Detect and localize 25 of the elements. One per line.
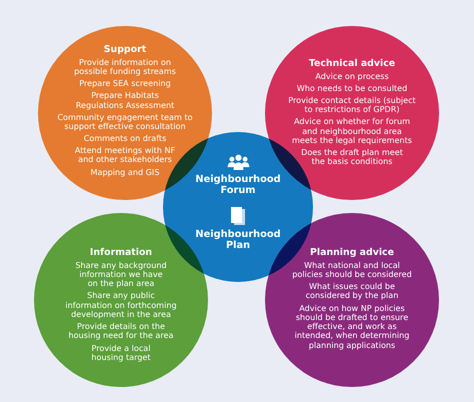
item-text: Provide information on possible funding streams xyxy=(73,58,177,76)
item-text: Share any public information on forthcoming development in the area xyxy=(64,291,178,320)
item-text: Attend meetings with NF and other stakeholders xyxy=(74,146,176,165)
item-text: Does the draft plan meet the basis conditions xyxy=(300,148,404,167)
item-text: What national and local policies should be considered xyxy=(291,260,413,280)
item-text: What issues could be considered by the plan xyxy=(304,282,400,301)
item-text: Provide a local housing target xyxy=(90,344,152,362)
section-heading: Planning advice xyxy=(310,247,394,258)
section-heading: Support xyxy=(104,44,146,55)
item-text: Comments on drafts xyxy=(84,134,166,144)
item-text: Share any background information we have on the plan area xyxy=(74,260,168,289)
item-text: Advice on whether for forum and neighbourhood area meets the legal requirements xyxy=(291,117,413,146)
item-text: Provide details on the housing need for the area xyxy=(68,322,174,341)
item-text: Community engagement team to support effective consultation xyxy=(56,112,194,132)
item-text: Advice on how NP policies should be drafted to ensure effective, and work as intended, when determining planning applications xyxy=(294,304,410,350)
item-text: Advice on process xyxy=(315,72,389,82)
center-title: Neighbourhood Plan xyxy=(194,229,282,251)
section-heading: Technical advice xyxy=(308,58,396,69)
item-text: Who needs to be consulted xyxy=(296,84,408,94)
item-text: Prepare SEA screening xyxy=(79,79,171,88)
item-text: Prepare Habitats Regulations Assessment xyxy=(74,91,176,110)
section-heading: Information xyxy=(90,247,152,258)
item-text: Mapping and GIS xyxy=(90,168,160,177)
center-title: Neighbourhood Forum xyxy=(194,174,282,196)
item-text: Provide contact details (subject to restrictions of GPDR) xyxy=(287,96,417,115)
